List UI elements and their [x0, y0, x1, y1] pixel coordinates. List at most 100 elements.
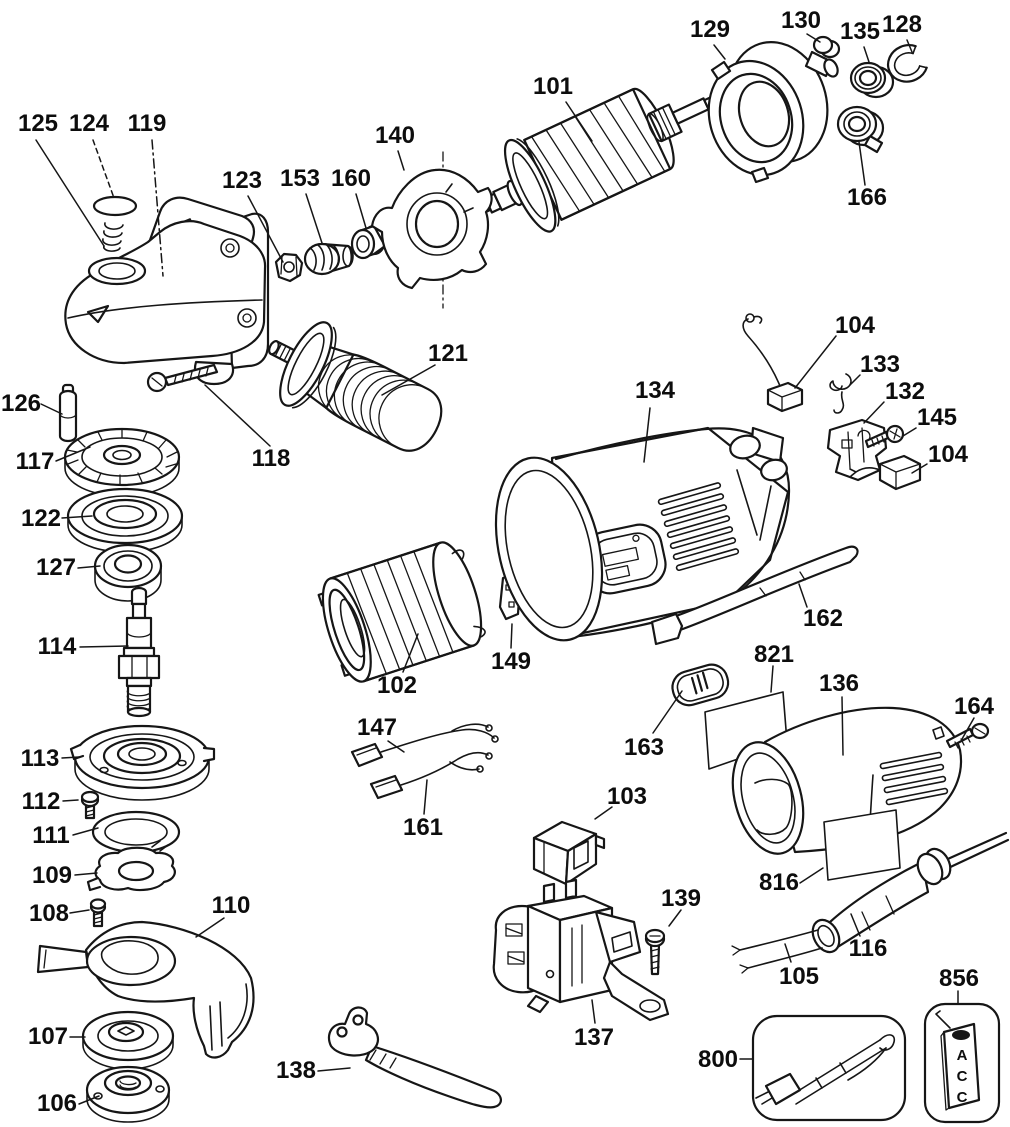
part-162-brace-drawing [650, 545, 859, 646]
part-147-lead-wire-drawing [350, 723, 499, 768]
part-137-switch-base-drawing [492, 878, 670, 1022]
part-103-switch-drawing [532, 820, 606, 886]
leader-line-101 [565, 101, 593, 142]
part-110-guard-drawing [36, 920, 255, 1059]
part-label-166: 166 [847, 184, 887, 211]
leader-line-108 [69, 909, 90, 914]
part-label-147: 147 [357, 714, 397, 741]
part-104b-brush-drawing [849, 454, 922, 491]
part-label-113: 113 [21, 745, 60, 772]
part-114-spindle-drawing [117, 586, 161, 718]
leader-line-116 [850, 913, 861, 937]
leader-line-137 [591, 999, 596, 1024]
part-label-119: 119 [128, 110, 167, 137]
part-133-spring-clip-drawing [829, 373, 852, 414]
leader-line-127 [77, 565, 101, 569]
leader-line-125 [35, 139, 105, 247]
part-117-gear-drawing [63, 427, 181, 497]
leader-line-149 [510, 623, 513, 649]
acc-letter-2: C [957, 1089, 968, 1106]
part-label-153: 153 [280, 165, 320, 192]
leader-line-112 [62, 799, 79, 802]
leader-line-138 [317, 1067, 351, 1072]
part-label-121: 121 [428, 340, 468, 367]
part-128-retaining-ring-drawing [887, 44, 928, 83]
part-label-135: 135 [840, 18, 880, 45]
part-119-gear-housing-drawing [64, 196, 270, 386]
part-label-140: 140 [375, 122, 415, 149]
part-label-114: 114 [38, 633, 77, 660]
part-label-107: 107 [28, 1023, 68, 1050]
part-label-161: 161 [403, 814, 443, 841]
part-label-110: 110 [212, 892, 251, 919]
leader-line-104-b [911, 463, 928, 474]
part-113-flange-plate-drawing [69, 724, 216, 801]
part-112-screw-drawing [80, 790, 100, 820]
leader-line-124 [92, 139, 115, 199]
part-label-149: 149 [491, 648, 531, 675]
leader-line-147 [387, 740, 405, 753]
leader-line-139 [668, 909, 682, 927]
part-153-pinion-drawing [303, 242, 354, 276]
part-label-125: 125 [18, 110, 58, 137]
part-102-field-drawing [317, 541, 486, 683]
leader-line-119 [151, 139, 164, 277]
part-label-103: 103 [607, 783, 647, 810]
leader-line-105 [784, 943, 792, 963]
part-label-800: 800 [698, 1046, 738, 1073]
part-label-134: 134 [635, 377, 676, 404]
part-label-126: 126 [1, 390, 41, 417]
part-816-label-drawing [823, 809, 901, 881]
part-label-138: 138 [276, 1057, 316, 1084]
part-label-163: 163 [624, 734, 664, 761]
part-134-motor-housing-drawing [494, 426, 791, 642]
leader-line-126 [40, 403, 63, 415]
leader-line-114 [79, 645, 129, 648]
part-145-screw-drawing [864, 424, 905, 449]
part-label-136: 136 [819, 670, 859, 697]
part-label-137: 137 [574, 1024, 614, 1051]
leader-line-134 [643, 407, 651, 463]
part-132-brush-holder-drawing [826, 418, 888, 482]
part-label-111: 111 [32, 822, 69, 849]
part-label-132: 132 [885, 378, 925, 405]
part-label-139: 139 [661, 885, 701, 912]
leader-line-145 [902, 427, 917, 437]
leader-line-130 [806, 33, 821, 43]
part-label-127: 127 [36, 554, 76, 581]
acc-card-text: ACC [957, 1047, 968, 1106]
leader-line-117 [55, 446, 91, 462]
part-label-104-b: 104 [928, 441, 969, 468]
part-label-122: 122 [21, 505, 61, 532]
part-label-856: 856 [939, 965, 979, 992]
part-124-seal-drawing [92, 195, 138, 217]
part-label-106: 106 [37, 1090, 77, 1117]
part-label-105: 105 [779, 963, 819, 990]
part-label-162: 162 [803, 605, 843, 632]
leader-line-133 [849, 374, 861, 386]
leader-line-129 [713, 44, 726, 60]
part-127-bearing-drawing [93, 543, 163, 602]
part-label-160: 160 [331, 165, 371, 192]
leader-line-111 [72, 827, 99, 836]
part-129-gear-case-cover-drawing [707, 41, 839, 184]
part-label-118: 118 [252, 445, 291, 472]
part-label-133: 133 [860, 351, 900, 378]
leader-line-106 [78, 1095, 100, 1105]
part-118-screw-drawing [146, 363, 219, 393]
part-122-washer-drawing [66, 487, 184, 553]
leader-line-816 [799, 867, 824, 884]
leader-line-163 [652, 690, 683, 734]
part-125-spring-drawing [102, 222, 124, 252]
part-label-129: 129 [690, 16, 730, 43]
leader-line-104-a [794, 335, 837, 389]
part-123-nut-drawing [274, 252, 304, 283]
leader-line-162 [798, 583, 808, 608]
leader-line-118 [204, 384, 271, 447]
part-label-101: 101 [533, 73, 573, 100]
part-163-button-drawing [671, 663, 730, 707]
part-111-ring-drawing [91, 810, 181, 854]
part-106-clamp-nut-drawing [85, 1065, 171, 1123]
